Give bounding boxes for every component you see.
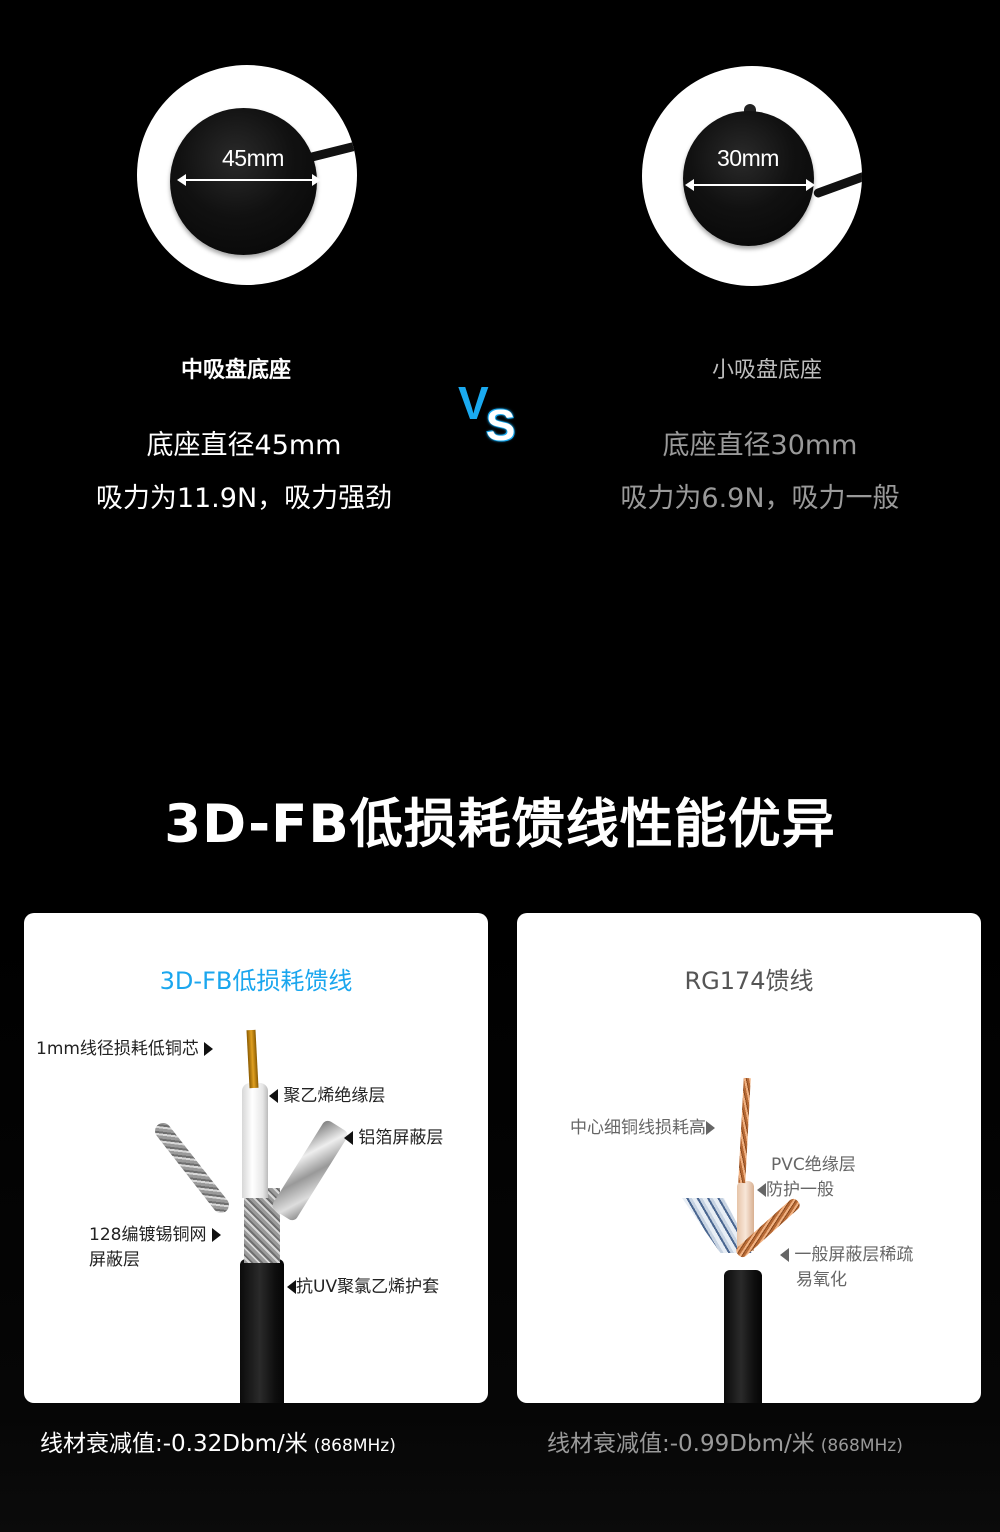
attenuation-value: 线材衰减值:-0.32Dbm/米 bbox=[40, 1431, 308, 1457]
section-title: 3D-FB低损耗馈线性能优异 bbox=[164, 794, 836, 855]
note-braid: 128编镀锡铜网 屏蔽层 bbox=[89, 1223, 221, 1273]
dimension-label: 45mm bbox=[222, 145, 284, 171]
medium-suction-base-image: 45mm bbox=[137, 65, 357, 285]
dimension-label: 30mm bbox=[717, 145, 779, 171]
medium-base-title: 中吸盘底座 bbox=[180, 358, 291, 383]
cable-jacket bbox=[240, 1259, 284, 1403]
note-core: 中心细铜线损耗高 bbox=[570, 1116, 715, 1141]
note-foil: 铝箔屏蔽层 bbox=[344, 1126, 443, 1151]
copper-core bbox=[246, 1029, 259, 1089]
frequency: (868MHz) bbox=[313, 1436, 396, 1456]
pe-insulation bbox=[242, 1083, 268, 1198]
card-title: 3D-FB低损耗馈线 bbox=[159, 967, 353, 995]
pointer-right-icon bbox=[706, 1121, 715, 1135]
note-shield: 一般屏蔽层稀疏 易氧化 bbox=[780, 1243, 913, 1293]
note-core: 1mm线径损耗低铜芯 bbox=[36, 1037, 214, 1062]
attenuation-rg174: 线材衰减值:-0.99Dbm/米(868MHz) bbox=[547, 1424, 903, 1458]
pointer-right-icon bbox=[204, 1042, 214, 1056]
dimension-arrow-icon bbox=[177, 174, 321, 186]
card-3dfb-cable: 3D-FB低损耗馈线 1mm线径损耗低铜芯 聚乙烯绝缘层 铝箔屏蔽层 128编镀… bbox=[24, 913, 488, 1403]
small-base-title: 小吸盘底座 bbox=[711, 358, 822, 383]
copper-core bbox=[738, 1077, 751, 1184]
medium-base-diameter: 底座直径45mm bbox=[146, 430, 342, 461]
cable-nub bbox=[744, 104, 756, 114]
card-rg174-cable: RG174馈线 中心细铜线损耗高 PVC绝缘层 防护一般 一般屏蔽层稀疏 易氧化 bbox=[517, 913, 981, 1403]
base-cable bbox=[812, 166, 862, 199]
note-jacket: 抗UV聚氯乙烯护套 bbox=[287, 1275, 439, 1300]
pointer-left-icon bbox=[757, 1183, 766, 1197]
aluminum-foil bbox=[270, 1118, 350, 1223]
pointer-left-icon bbox=[344, 1131, 353, 1145]
braid-strands bbox=[151, 1119, 233, 1217]
pointer-left-icon bbox=[269, 1089, 278, 1103]
small-base-suction: 吸力为6.9N，吸力一般 bbox=[620, 483, 900, 514]
note-insulation: 聚乙烯绝缘层 bbox=[269, 1084, 385, 1109]
medium-base-suction: 吸力为11.9N，吸力强劲 bbox=[95, 483, 393, 514]
suction-puck bbox=[170, 108, 317, 255]
vs-s-letter: S bbox=[486, 401, 516, 450]
attenuation-3dfb: 线材衰减值:-0.32Dbm/米(868MHz) bbox=[40, 1424, 396, 1458]
small-suction-base-image: 30mm bbox=[642, 66, 862, 286]
pointer-left-icon bbox=[780, 1248, 789, 1262]
note-insulation: PVC绝缘层 防护一般 bbox=[757, 1153, 856, 1203]
suction-puck bbox=[683, 111, 814, 246]
vs-v-letter: V bbox=[458, 377, 489, 429]
vs-icon: V S bbox=[458, 380, 528, 460]
pointer-left-icon bbox=[287, 1280, 296, 1294]
pointer-right-icon bbox=[211, 1228, 221, 1242]
small-base-diameter: 底座直径30mm bbox=[662, 430, 858, 461]
card-title: RG174馈线 bbox=[684, 967, 814, 995]
attenuation-value: 线材衰减值:-0.99Dbm/米 bbox=[547, 1431, 815, 1457]
cable-jacket bbox=[724, 1270, 762, 1403]
base-cable bbox=[306, 136, 357, 163]
pvc-insulation bbox=[737, 1181, 754, 1251]
dimension-arrow-icon bbox=[685, 179, 815, 191]
frequency: (868MHz) bbox=[820, 1436, 903, 1456]
